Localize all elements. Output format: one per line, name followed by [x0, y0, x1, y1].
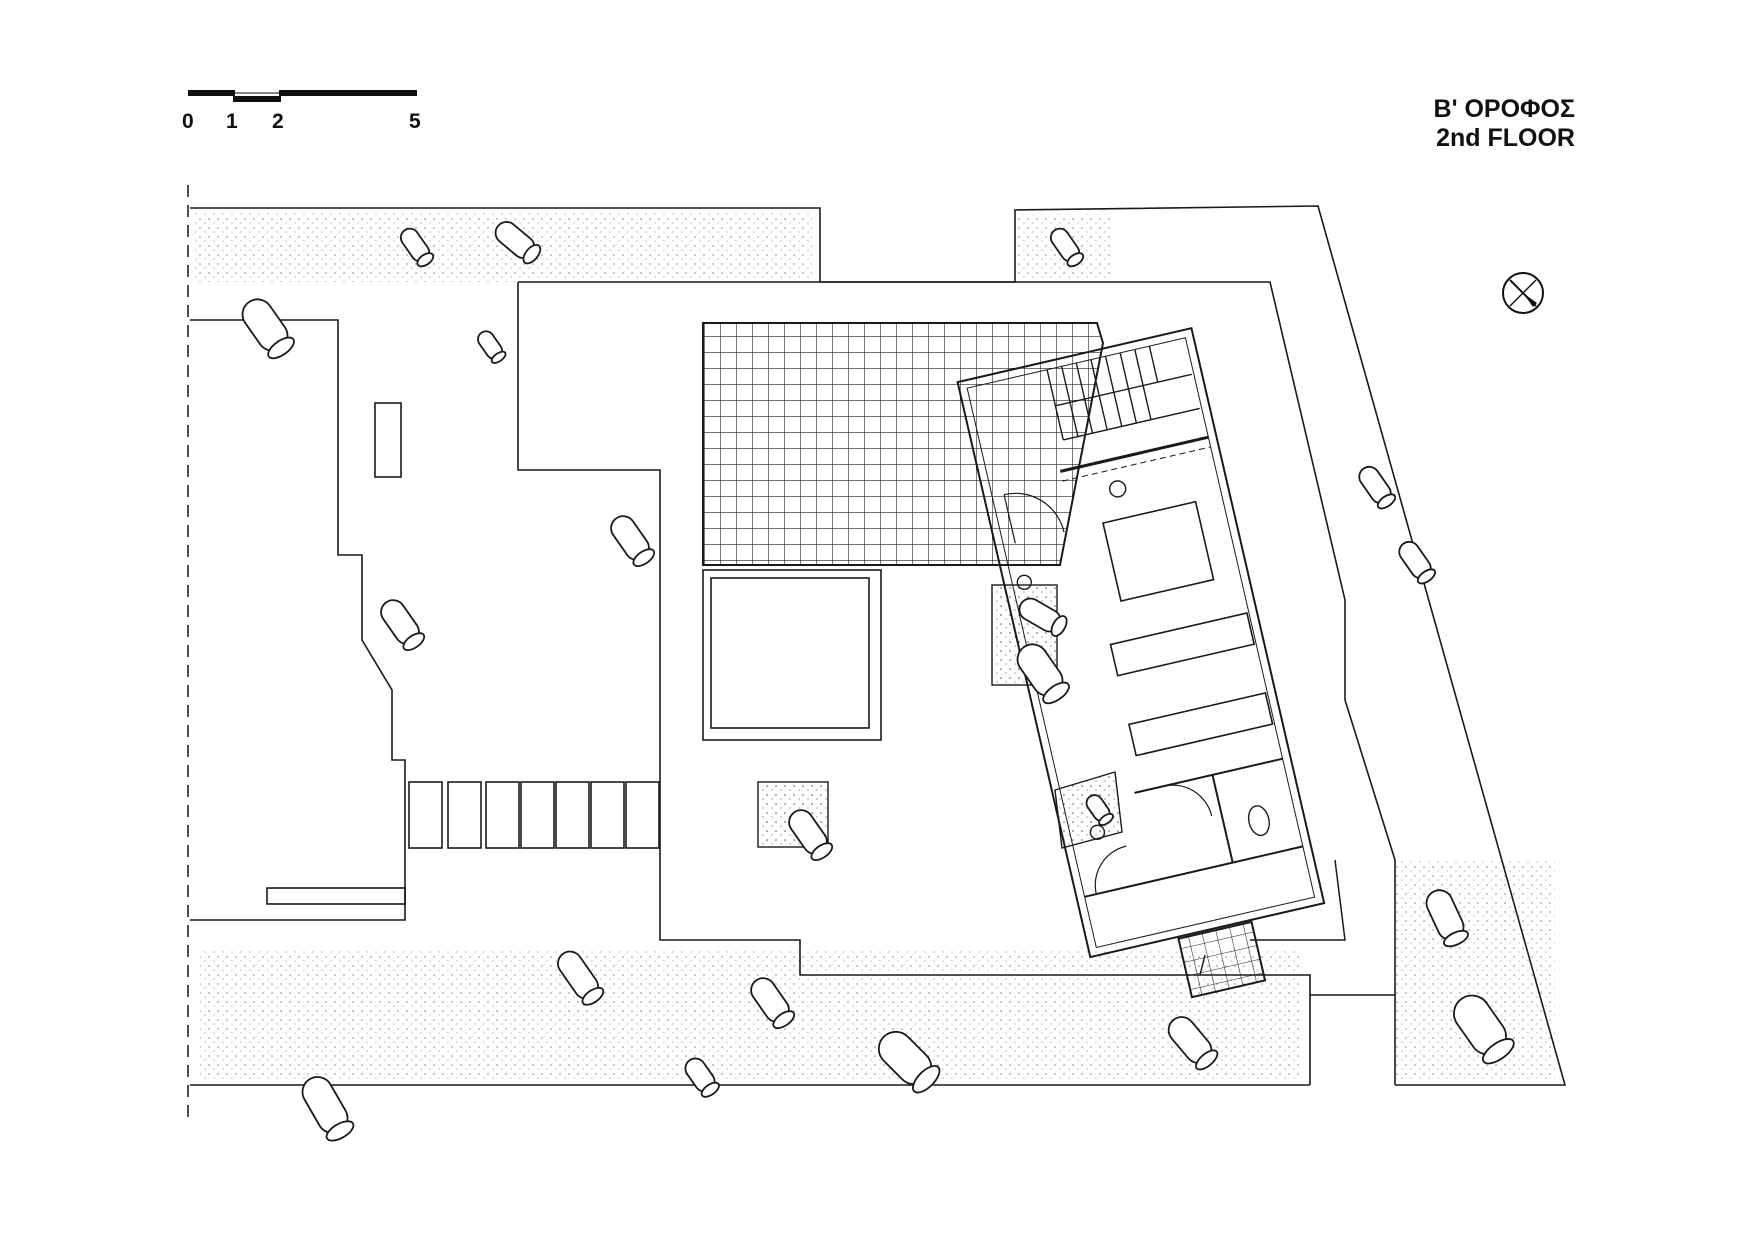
title-greek: B' ΟΡΟΦΟΣ: [1433, 95, 1575, 123]
scale-label-0: 0: [182, 110, 194, 133]
pergola-grid: [702, 322, 1105, 566]
pool: [702, 569, 882, 741]
planters: [757, 584, 1123, 849]
tree: [610, 515, 656, 568]
ramp: [1199, 859, 1346, 976]
entrance-tiles: [1177, 920, 1267, 999]
tree: [557, 950, 605, 1006]
tree: [1167, 1016, 1219, 1071]
scale-bar: [188, 90, 417, 102]
tree: [477, 330, 507, 364]
tree: [494, 221, 542, 265]
stairs: [1046, 345, 1200, 441]
scale-label-5: 5: [409, 110, 421, 133]
tree: [684, 1057, 720, 1098]
north-arrow-icon: [1502, 272, 1544, 314]
tree: [1425, 889, 1469, 948]
tree: [1049, 227, 1085, 268]
drawing-title: B' ΟΡΟΦΟΣ 2nd FLOOR: [1434, 95, 1575, 153]
tree: [241, 298, 295, 360]
tree: [380, 599, 426, 652]
trees: [241, 221, 1515, 1142]
stepping-stones: [408, 781, 660, 849]
title-english: 2nd FLOOR: [1436, 124, 1575, 152]
tree: [1016, 643, 1070, 705]
tree: [877, 1030, 941, 1094]
tree: [1453, 994, 1515, 1065]
scale-label-1: 1: [226, 110, 238, 133]
tree: [399, 227, 435, 268]
stipple-areas: [192, 212, 1555, 1080]
tree: [788, 809, 834, 862]
tree: [750, 977, 796, 1030]
tree: [1398, 540, 1437, 585]
adjacent-building: [190, 319, 406, 921]
tree: [1018, 597, 1068, 637]
tree: [301, 1076, 355, 1142]
scale-label-2: 2: [272, 110, 284, 133]
tree: [1085, 794, 1114, 827]
tree: [1358, 465, 1397, 510]
